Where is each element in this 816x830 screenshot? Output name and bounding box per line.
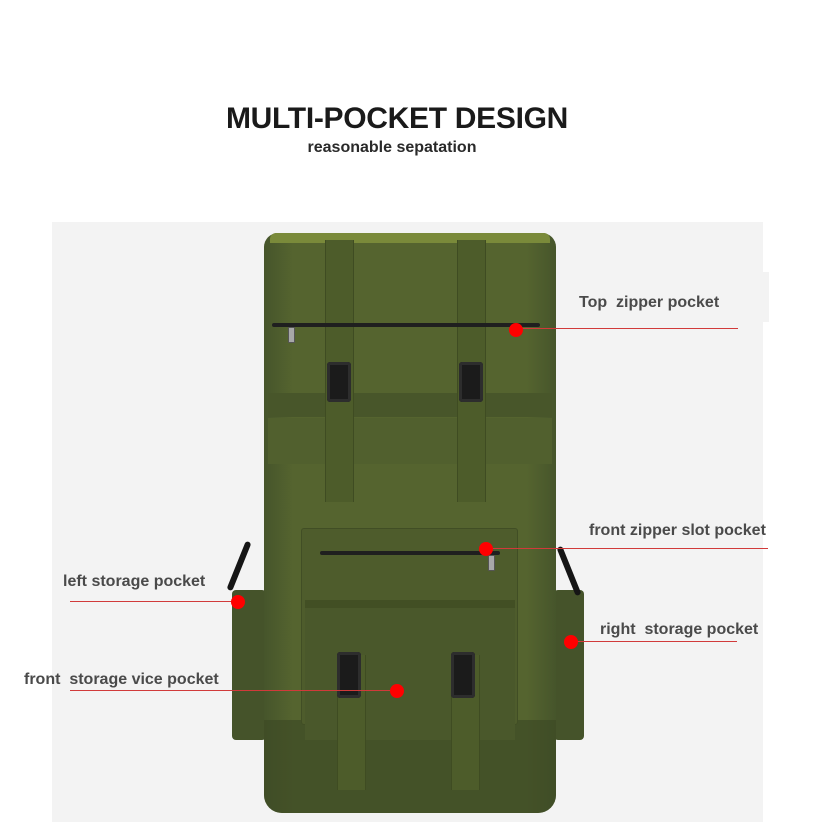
callout-label: right storage pocket xyxy=(600,621,759,638)
panel-edge xyxy=(763,272,769,322)
marker-dot-icon xyxy=(509,323,523,337)
left-side-pocket xyxy=(232,590,266,740)
leader-line xyxy=(520,328,738,329)
compression-panel xyxy=(268,418,552,464)
buckle-icon xyxy=(459,362,483,402)
marker-dot-icon xyxy=(390,684,404,698)
callout-label: front storage vice pocket xyxy=(24,671,219,688)
marker-dot-icon xyxy=(231,595,245,609)
front-zipper xyxy=(320,551,500,555)
page-title: MULTI-POCKET DESIGN xyxy=(225,102,569,135)
buckle-icon xyxy=(337,652,361,698)
marker-dot-icon xyxy=(479,542,493,556)
callout-label: Top zipper pocket xyxy=(579,294,720,311)
top-zipper xyxy=(272,323,540,327)
zipper-pull-icon xyxy=(288,327,295,343)
buckle-icon xyxy=(451,652,475,698)
marker-dot-icon xyxy=(564,635,578,649)
backpack-top-edge xyxy=(270,233,550,243)
leader-line xyxy=(490,548,768,549)
callout-label: left storage pocket xyxy=(63,573,206,590)
leader-line xyxy=(70,601,236,602)
buckle-icon xyxy=(327,362,351,402)
callout-label: front zipper slot pocket xyxy=(589,522,766,539)
leader-line xyxy=(70,690,396,691)
leader-line xyxy=(575,641,737,642)
webbing-band xyxy=(268,393,552,417)
right-side-pocket xyxy=(554,590,584,740)
zipper-pull-icon xyxy=(488,555,495,571)
page-subtitle: reasonable sepatation xyxy=(307,139,477,156)
